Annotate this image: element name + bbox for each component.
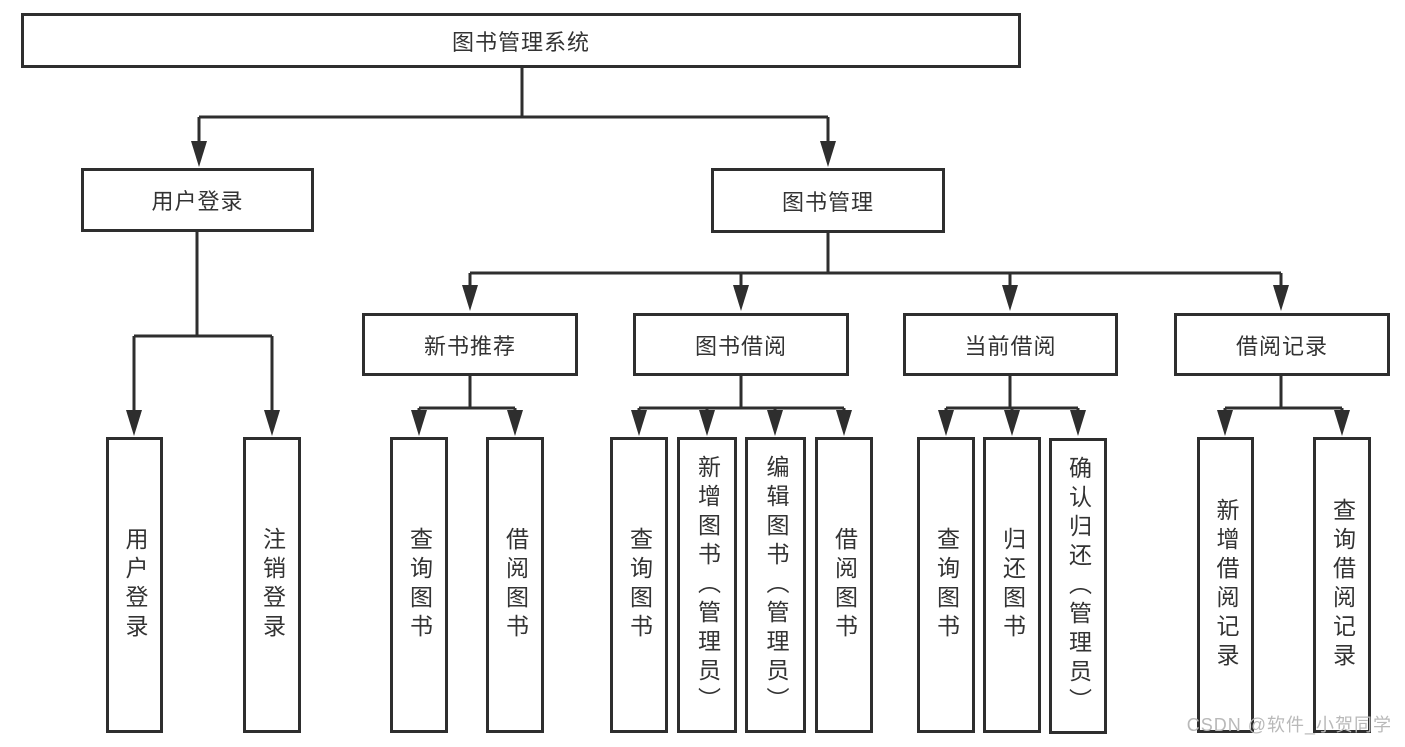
- leaf-query-books-borrow: 查询图书: [610, 437, 668, 733]
- node-root-system: 图书管理系统: [21, 13, 1021, 68]
- leaf-borrow-books-borrow: 借阅图书: [815, 437, 873, 733]
- csdn-watermark: CSDN @软件_小贺同学: [1186, 715, 1392, 735]
- node-new-book-recommend: 新书推荐: [362, 313, 578, 376]
- leaf-return-book: 归还图书: [983, 437, 1041, 733]
- leaf-query-borrow-record: 查询借阅记录: [1313, 437, 1371, 733]
- node-user-login: 用户登录: [81, 168, 314, 232]
- leaf-query-books-recommend: 查询图书: [390, 437, 448, 733]
- leaf-add-borrow-record: 新增借阅记录: [1197, 437, 1254, 733]
- leaf-query-books-current: 查询图书: [917, 437, 975, 733]
- node-current-borrow: 当前借阅: [903, 313, 1118, 376]
- leaf-add-book-admin: 新增图书（管理员）: [677, 437, 737, 733]
- leaf-logout-login: 注销登录: [243, 437, 301, 733]
- leaf-borrow-books-recommend: 借阅图书: [486, 437, 544, 733]
- node-borrow-records: 借阅记录: [1174, 313, 1390, 376]
- node-book-borrow: 图书借阅: [633, 313, 849, 376]
- node-book-management: 图书管理: [711, 168, 945, 233]
- leaf-confirm-return-admin: 确认归还（管理员）: [1049, 438, 1107, 734]
- leaf-user-login: 用户登录: [106, 437, 163, 733]
- leaf-edit-book-admin: 编辑图书（管理员）: [745, 437, 806, 733]
